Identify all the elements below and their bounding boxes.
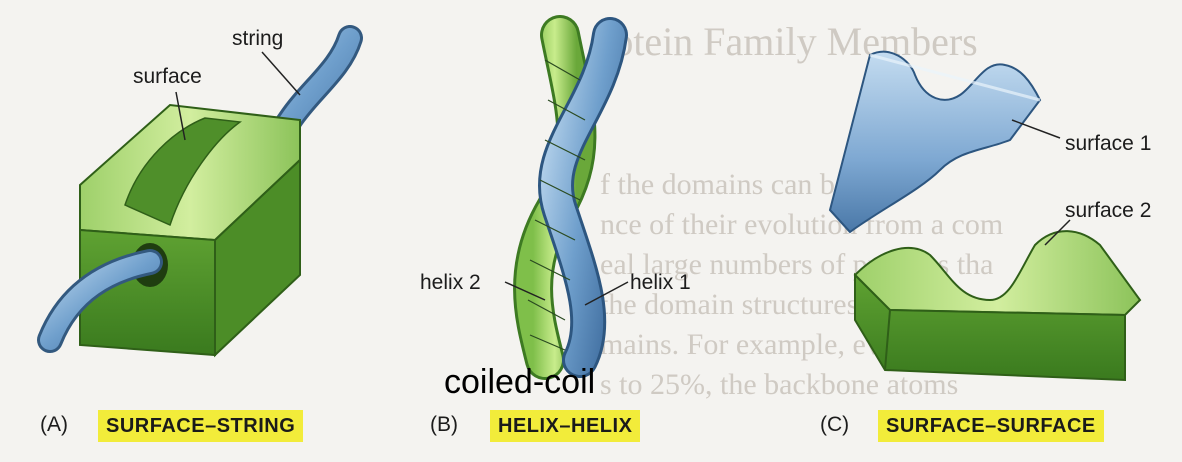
- coiled-coil-caption: coiled-coil: [444, 365, 595, 399]
- label-surface-1: surface 1: [1065, 133, 1151, 154]
- blue-block: [830, 52, 1040, 232]
- label-helix-1: helix 1: [630, 272, 691, 293]
- panel-b-tag: (B): [430, 414, 458, 435]
- panel-b-title: HELIX–HELIX: [490, 410, 640, 442]
- green-block-top: [855, 231, 1140, 315]
- panel-c-title: SURFACE–SURFACE: [878, 410, 1104, 442]
- helix-helix-drawing: [505, 35, 628, 360]
- label-string: string: [232, 28, 283, 49]
- panel-c-tag: (C): [820, 414, 849, 435]
- label-surface-2: surface 2: [1065, 200, 1151, 221]
- label-surface: surface: [133, 66, 202, 87]
- panel-a-title: SURFACE–STRING: [98, 410, 303, 442]
- label-helix-2: helix 2: [420, 272, 481, 293]
- panel-a-tag: (A): [40, 414, 68, 435]
